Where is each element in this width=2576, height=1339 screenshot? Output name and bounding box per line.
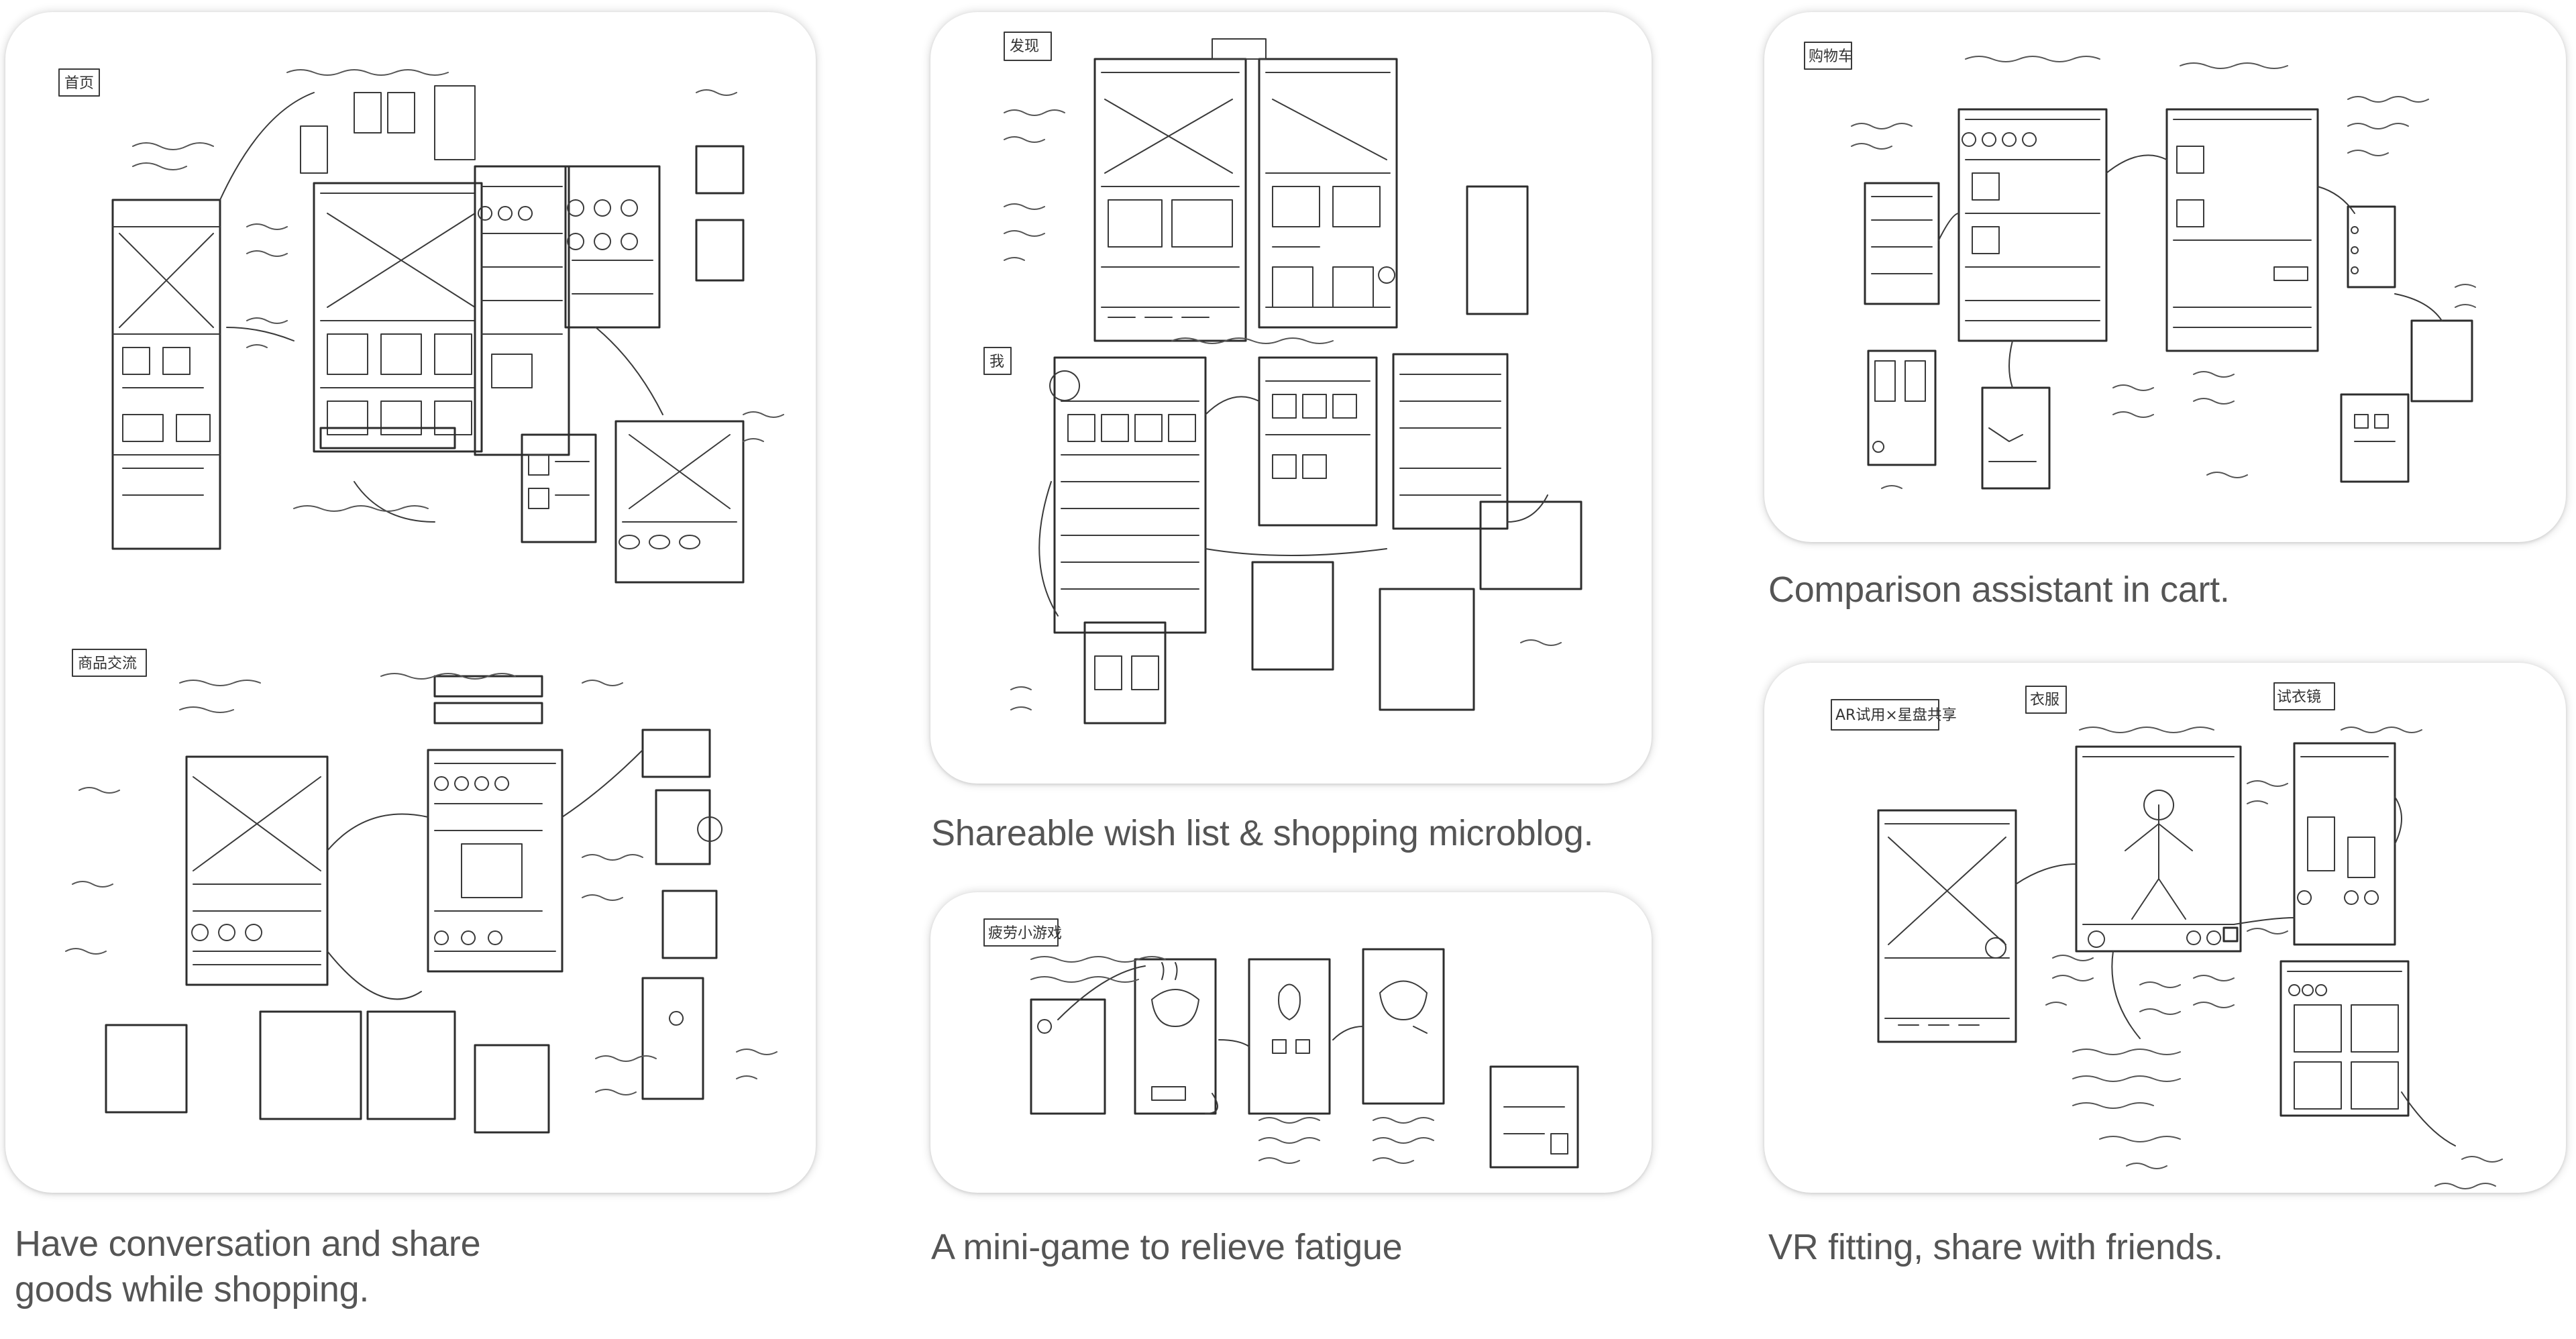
tag-discover: 发现 (1010, 38, 1039, 55)
caption-wishlist: Shareable wish list & shopping microblog… (931, 813, 1594, 853)
caption-minigame: A mini-game to relieve fatigue (931, 1227, 1403, 1267)
tag-mirror: 试衣镜 (2277, 689, 2321, 706)
tag-clothes: 衣服 (2030, 692, 2059, 708)
sketch-conversation: 首页 商品交流 (58, 68, 784, 1134)
tag-product-chat: 商品交流 (78, 655, 137, 672)
sketch-minigame: 疲劳小游戏 (983, 918, 1579, 1169)
sketch-card-conversation: 首页 商品交流 (5, 12, 816, 1193)
tag-me: 我 (989, 354, 1004, 370)
sketch-card-comparison: 购物车 (1764, 12, 2566, 542)
tag-fatigue-game: 疲劳小游戏 (988, 925, 1062, 942)
sketch-vr: AR试用×星盘共享 衣服 试衣镜 (1831, 682, 2503, 1189)
tag-homepage: 首页 (64, 75, 94, 92)
sketch-card-wishlist: 发现 我 (930, 12, 1652, 784)
caption-vr: VR fitting, share with friends. (1768, 1227, 2223, 1267)
sketch-comparison: 购物车 (1804, 42, 2476, 490)
sketch-card-minigame: 疲劳小游戏 (930, 892, 1652, 1193)
tag-ar-try: AR试用×星盘共享 (1835, 707, 1957, 724)
tag-cart: 购物车 (1809, 48, 1853, 65)
sketch-wishlist: 发现 我 (983, 32, 1582, 725)
sketch-card-vr: AR试用×星盘共享 衣服 试衣镜 (1764, 663, 2566, 1193)
caption-conversation: Have conversation and share goods while … (15, 1224, 481, 1309)
caption-comparison: Comparison assistant in cart. (1768, 570, 2230, 610)
